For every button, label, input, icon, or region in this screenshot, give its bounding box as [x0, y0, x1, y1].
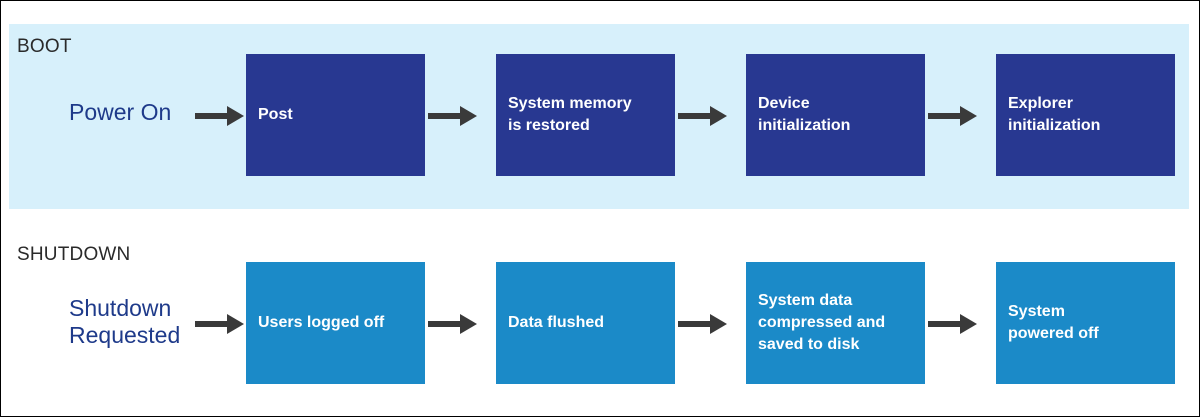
shutdown-step-data-flushed: Data flushed	[496, 262, 675, 384]
shutdown-start-label: Shutdown Requested	[69, 295, 181, 348]
boot-title: BOOT	[17, 36, 72, 57]
arrow-icon	[678, 106, 727, 126]
arrow-icon	[928, 314, 977, 334]
shutdown-step-users-logged-off: Users logged off	[246, 262, 425, 384]
boot-start-label: Power On	[69, 99, 172, 125]
shutdown-title: SHUTDOWN	[17, 244, 131, 265]
boot-step-explorer-init: Explorer initialization	[996, 54, 1175, 176]
shutdown-step-powered-off: System powered off	[996, 262, 1175, 384]
arrow-icon	[428, 314, 477, 334]
boot-step-device-init: Device initialization	[746, 54, 925, 176]
arrow-icon	[195, 314, 244, 334]
boot-step-memory-restored: System memory is restored	[496, 54, 675, 176]
arrow-icon	[928, 106, 977, 126]
arrow-icon	[428, 106, 477, 126]
arrow-icon	[195, 106, 244, 126]
boot-step-post: Post	[246, 54, 425, 176]
arrow-icon	[678, 314, 727, 334]
shutdown-step-data-saved: System data compressed and saved to disk	[746, 262, 925, 384]
